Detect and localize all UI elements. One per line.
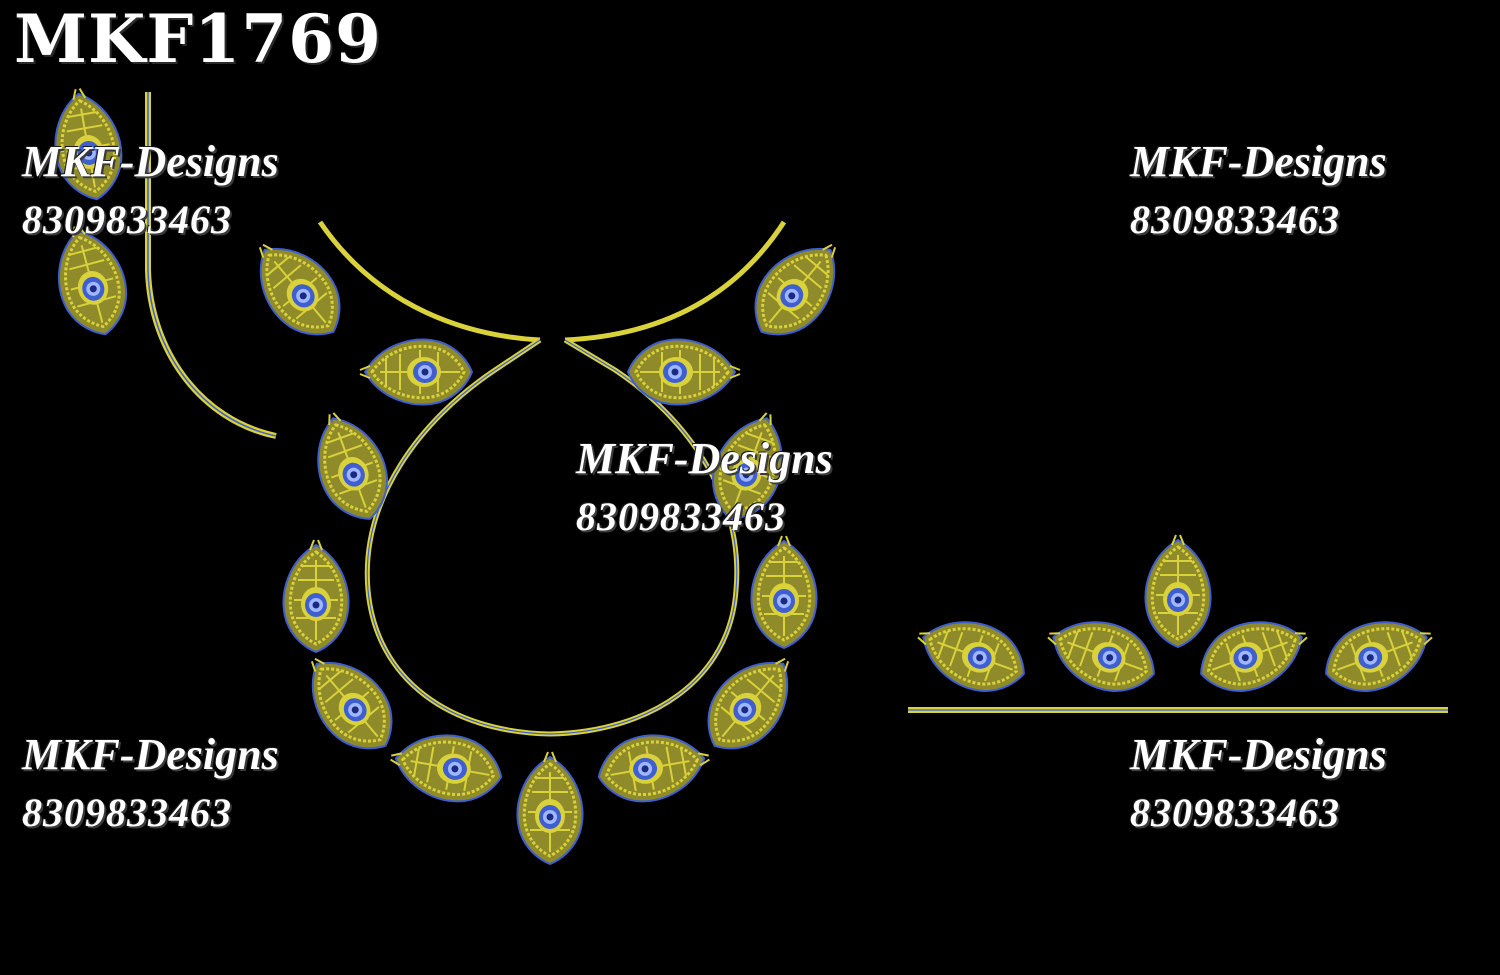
border-motif [906, 533, 1448, 713]
watermark-phone: 8309833463 [1130, 790, 1340, 835]
neckline-motif [235, 220, 860, 866]
watermark-phone: 8309833463 [22, 197, 232, 242]
watermark-brand: MKF-Designs [1130, 137, 1387, 186]
watermark-top-right: MKF-Designs 8309833463 [1130, 140, 1387, 240]
left-sleeve-motif [43, 81, 277, 439]
watermark-phone: 8309833463 [1130, 197, 1340, 242]
watermark-phone: 8309833463 [576, 494, 786, 539]
watermark-bottom-right: MKF-Designs 8309833463 [1130, 733, 1387, 833]
design-code-title: MKF1769 [14, 0, 382, 78]
watermark-brand: MKF-Designs [22, 137, 279, 186]
watermark-brand: MKF-Designs [22, 730, 279, 779]
watermark-center: MKF-Designs 8309833463 [576, 437, 833, 537]
watermark-top-left: MKF-Designs 8309833463 [22, 140, 279, 240]
watermark-brand: MKF-Designs [1130, 730, 1387, 779]
watermark-brand: MKF-Designs [576, 434, 833, 483]
watermark-phone: 8309833463 [22, 790, 232, 835]
watermark-bottom-left: MKF-Designs 8309833463 [22, 733, 279, 833]
